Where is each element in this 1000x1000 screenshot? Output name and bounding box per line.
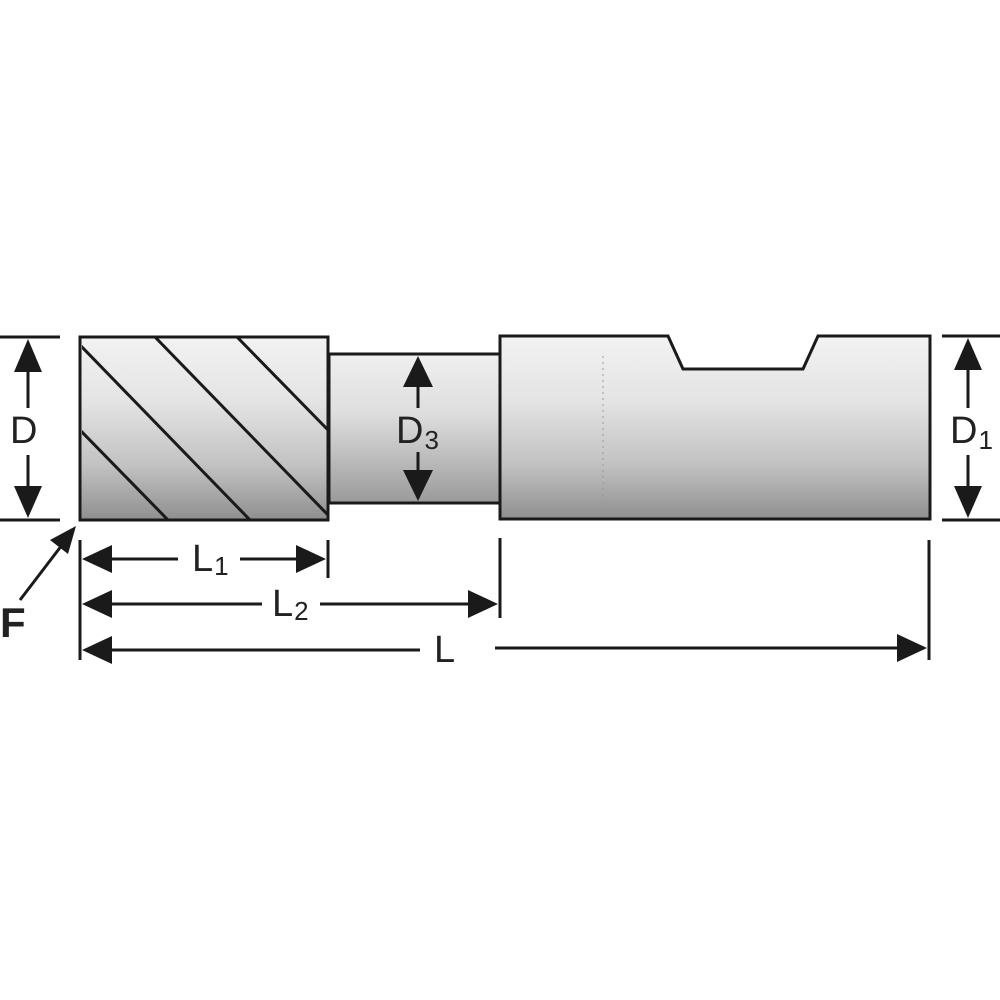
arrow-right-icon	[897, 634, 927, 662]
dimension-d3	[403, 356, 433, 501]
dimension-l1	[82, 545, 326, 573]
length-extension-lines	[78, 538, 931, 660]
label-d1: D1	[950, 410, 993, 455]
cutting-head-body	[78, 335, 330, 522]
label-d3: D3	[396, 410, 439, 455]
flute-line	[235, 338, 328, 432]
arrow-up-icon	[14, 339, 42, 372]
pointer-line	[18, 544, 64, 601]
arrow-left-icon	[82, 545, 112, 573]
dimension-l2	[82, 590, 498, 618]
label-l2: L2	[272, 583, 309, 626]
arrow-up-icon	[403, 356, 433, 387]
arrow-right-icon	[296, 545, 326, 573]
cutting-head	[78, 335, 330, 522]
arrow-down-icon	[954, 486, 982, 518]
pointer-f	[18, 526, 76, 601]
shank	[498, 334, 932, 521]
label-l: L	[434, 629, 455, 671]
arrow-right-icon	[468, 590, 498, 618]
arrow-down-icon	[403, 470, 433, 501]
arrow-down-icon	[14, 486, 42, 518]
flute-lines	[82, 338, 328, 520]
dimension-d	[0, 335, 60, 522]
flute-line	[153, 338, 328, 517]
label-f: F	[0, 599, 26, 646]
arrow-left-icon	[82, 590, 112, 618]
flute-line	[82, 429, 170, 520]
arrow-diagonal-icon	[50, 526, 76, 554]
dimension-d1	[942, 334, 1000, 522]
label-l1: L1	[192, 538, 229, 581]
flute-line	[82, 344, 252, 520]
arrow-up-icon	[954, 338, 982, 370]
shank-body	[498, 334, 932, 521]
arrow-left-icon	[82, 636, 112, 664]
label-d: D	[10, 410, 37, 452]
dimension-l	[82, 634, 927, 664]
